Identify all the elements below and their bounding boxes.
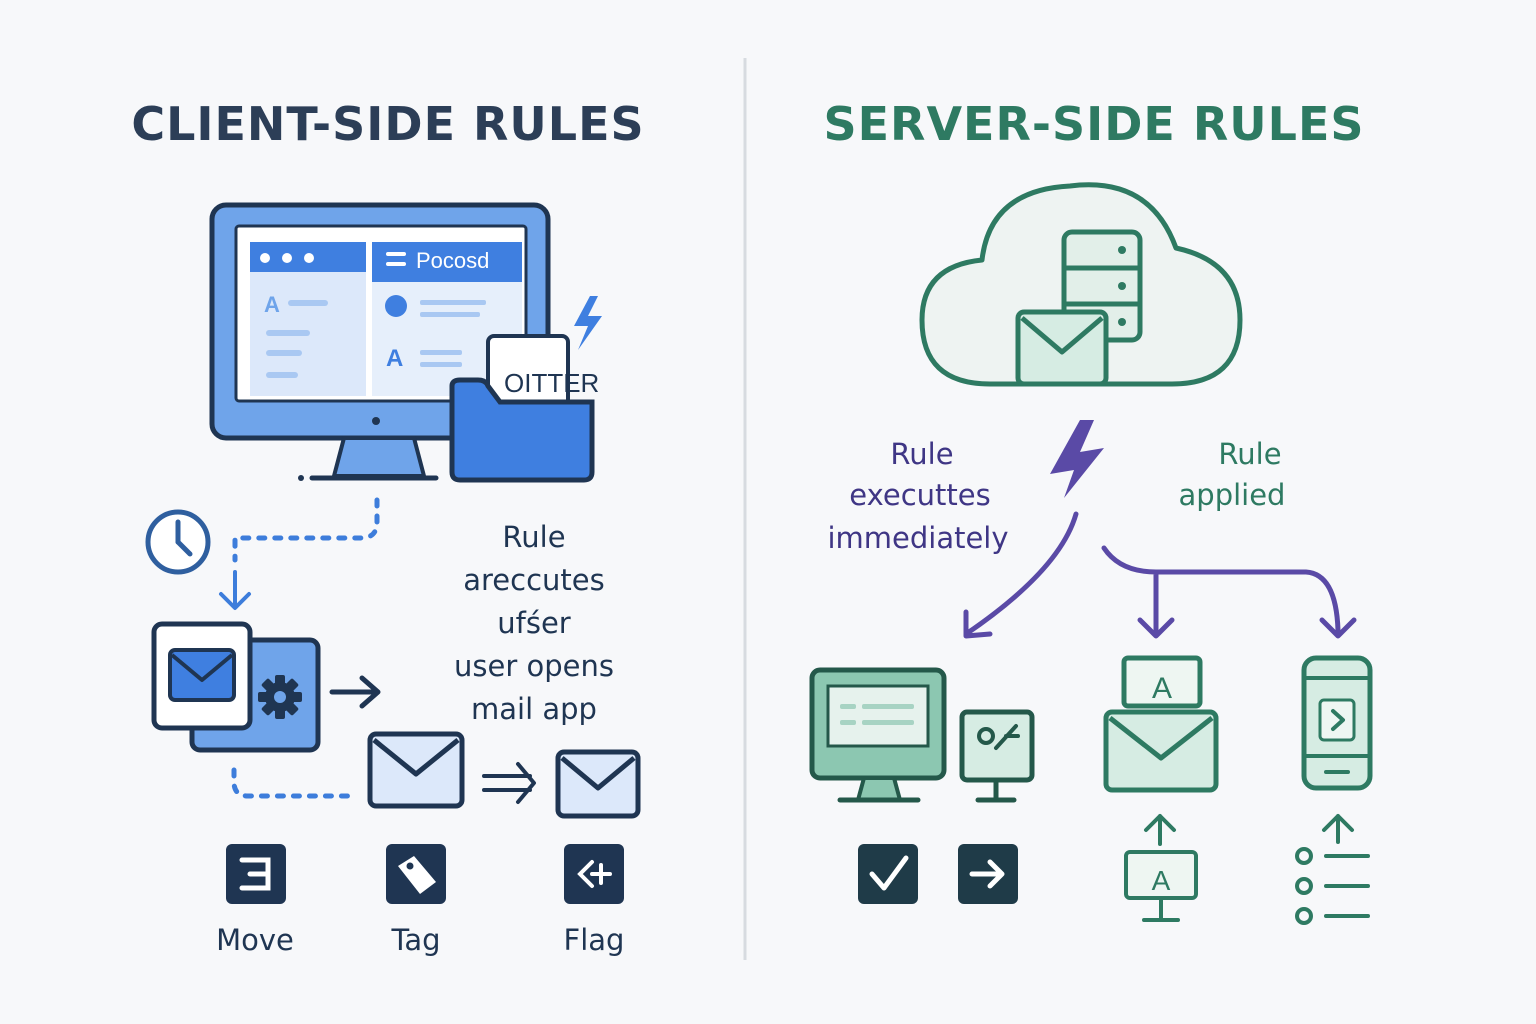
forward-arrow-icon bbox=[958, 844, 1018, 904]
checkmark-icon bbox=[858, 844, 918, 904]
svg-text:Rule: Rule bbox=[502, 520, 565, 554]
dotted-connector-bottom bbox=[231, 767, 353, 799]
svg-text:immediately: immediately bbox=[827, 521, 1008, 555]
cloud-mail-icon bbox=[1015, 309, 1109, 387]
app-window-label: Pocosd bbox=[416, 248, 489, 273]
move-icon bbox=[226, 844, 286, 904]
inbox-mail-icon: A bbox=[1103, 655, 1219, 793]
up-arrow-icon-2 bbox=[1322, 814, 1354, 844]
arrow-to-desktop bbox=[963, 511, 1079, 639]
right-arrow-icon bbox=[329, 675, 381, 709]
svg-text:A: A bbox=[386, 345, 403, 372]
up-arrow-icon bbox=[1144, 814, 1176, 846]
svg-text:user opens: user opens bbox=[454, 649, 614, 683]
server-lightning-icon bbox=[1050, 420, 1104, 498]
filter-card-label: OITTER bbox=[504, 368, 599, 398]
clock-icon bbox=[145, 509, 211, 575]
dotted-connector-top bbox=[232, 497, 380, 563]
small-monitor-icon bbox=[959, 709, 1035, 803]
server-side-title: SERVER-SIDE RULES bbox=[823, 97, 1364, 151]
flag-icon bbox=[564, 844, 624, 904]
svg-text:applied: applied bbox=[1179, 478, 1286, 512]
tag-icon bbox=[386, 844, 446, 904]
client-side-title: CLIENT-SIDE RULES bbox=[131, 97, 644, 151]
lightning-icon bbox=[574, 296, 602, 350]
svg-text:A: A bbox=[1152, 672, 1172, 705]
svg-text:executtes: executtes bbox=[849, 478, 990, 512]
action-label-flag: Flag bbox=[564, 923, 625, 957]
svg-text:Rule: Rule bbox=[890, 437, 953, 471]
account-screen-icon: A bbox=[1124, 850, 1198, 922]
svg-text:mail app: mail app bbox=[471, 692, 597, 726]
mail-settings-icon bbox=[151, 621, 321, 753]
list-icon bbox=[1295, 847, 1370, 925]
client-monitor-icon: A Pocosd A bbox=[209, 202, 551, 481]
svg-text:A: A bbox=[264, 292, 280, 317]
svg-text:ufśer: ufśer bbox=[497, 606, 571, 640]
svg-text:A: A bbox=[1152, 865, 1171, 896]
client-rule-note: Rule areccutes ufśer user opens mail app bbox=[454, 520, 614, 726]
desktop-device-icon bbox=[809, 667, 947, 803]
server-rule-note-left: Rule executtes immediately bbox=[827, 437, 1008, 555]
filter-folder-icon: OITTER bbox=[449, 334, 599, 483]
double-arrow-icon bbox=[482, 762, 536, 804]
arrow-branch bbox=[1101, 545, 1357, 639]
action-label-tag: Tag bbox=[390, 923, 440, 957]
envelope-output-icon bbox=[555, 749, 641, 819]
down-arrow-icon bbox=[219, 570, 251, 610]
svg-text:Rule: Rule bbox=[1218, 437, 1281, 471]
envelope-icon bbox=[367, 731, 465, 809]
server-rule-note-right: Rule applied bbox=[1179, 437, 1286, 512]
action-label-move: Move bbox=[216, 923, 294, 957]
mobile-phone-icon bbox=[1301, 655, 1373, 791]
svg-text:areccutes: areccutes bbox=[463, 563, 605, 597]
